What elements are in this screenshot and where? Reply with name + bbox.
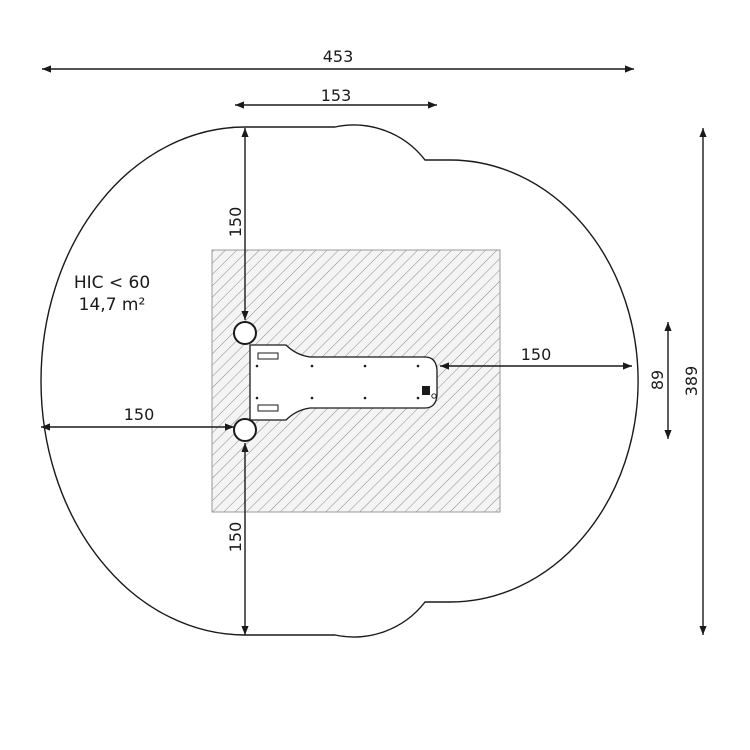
label-depth-left: 150 <box>124 405 155 424</box>
post-bottom <box>233 418 257 442</box>
safety-zone-outline <box>40 124 639 638</box>
hic-value: HIC < 60 <box>74 273 150 293</box>
label-equipment-depth: 89 <box>648 370 667 390</box>
label-equipment-width: 153 <box>321 86 352 105</box>
seesaw-end-detail <box>422 386 430 395</box>
label-overall-depth: 389 <box>682 366 701 397</box>
area-value: 14,7 m² <box>79 295 146 315</box>
label-depth-bottom: 150 <box>226 522 245 553</box>
handle-bottom <box>257 404 279 412</box>
equipment-seesaw <box>233 321 438 442</box>
label-depth-right: 150 <box>521 345 552 364</box>
label-depth-top: 150 <box>226 207 245 238</box>
label-overall-width: 453 <box>323 47 354 66</box>
handle-top <box>257 352 279 360</box>
post-top <box>233 321 257 345</box>
seesaw-body <box>249 344 438 421</box>
